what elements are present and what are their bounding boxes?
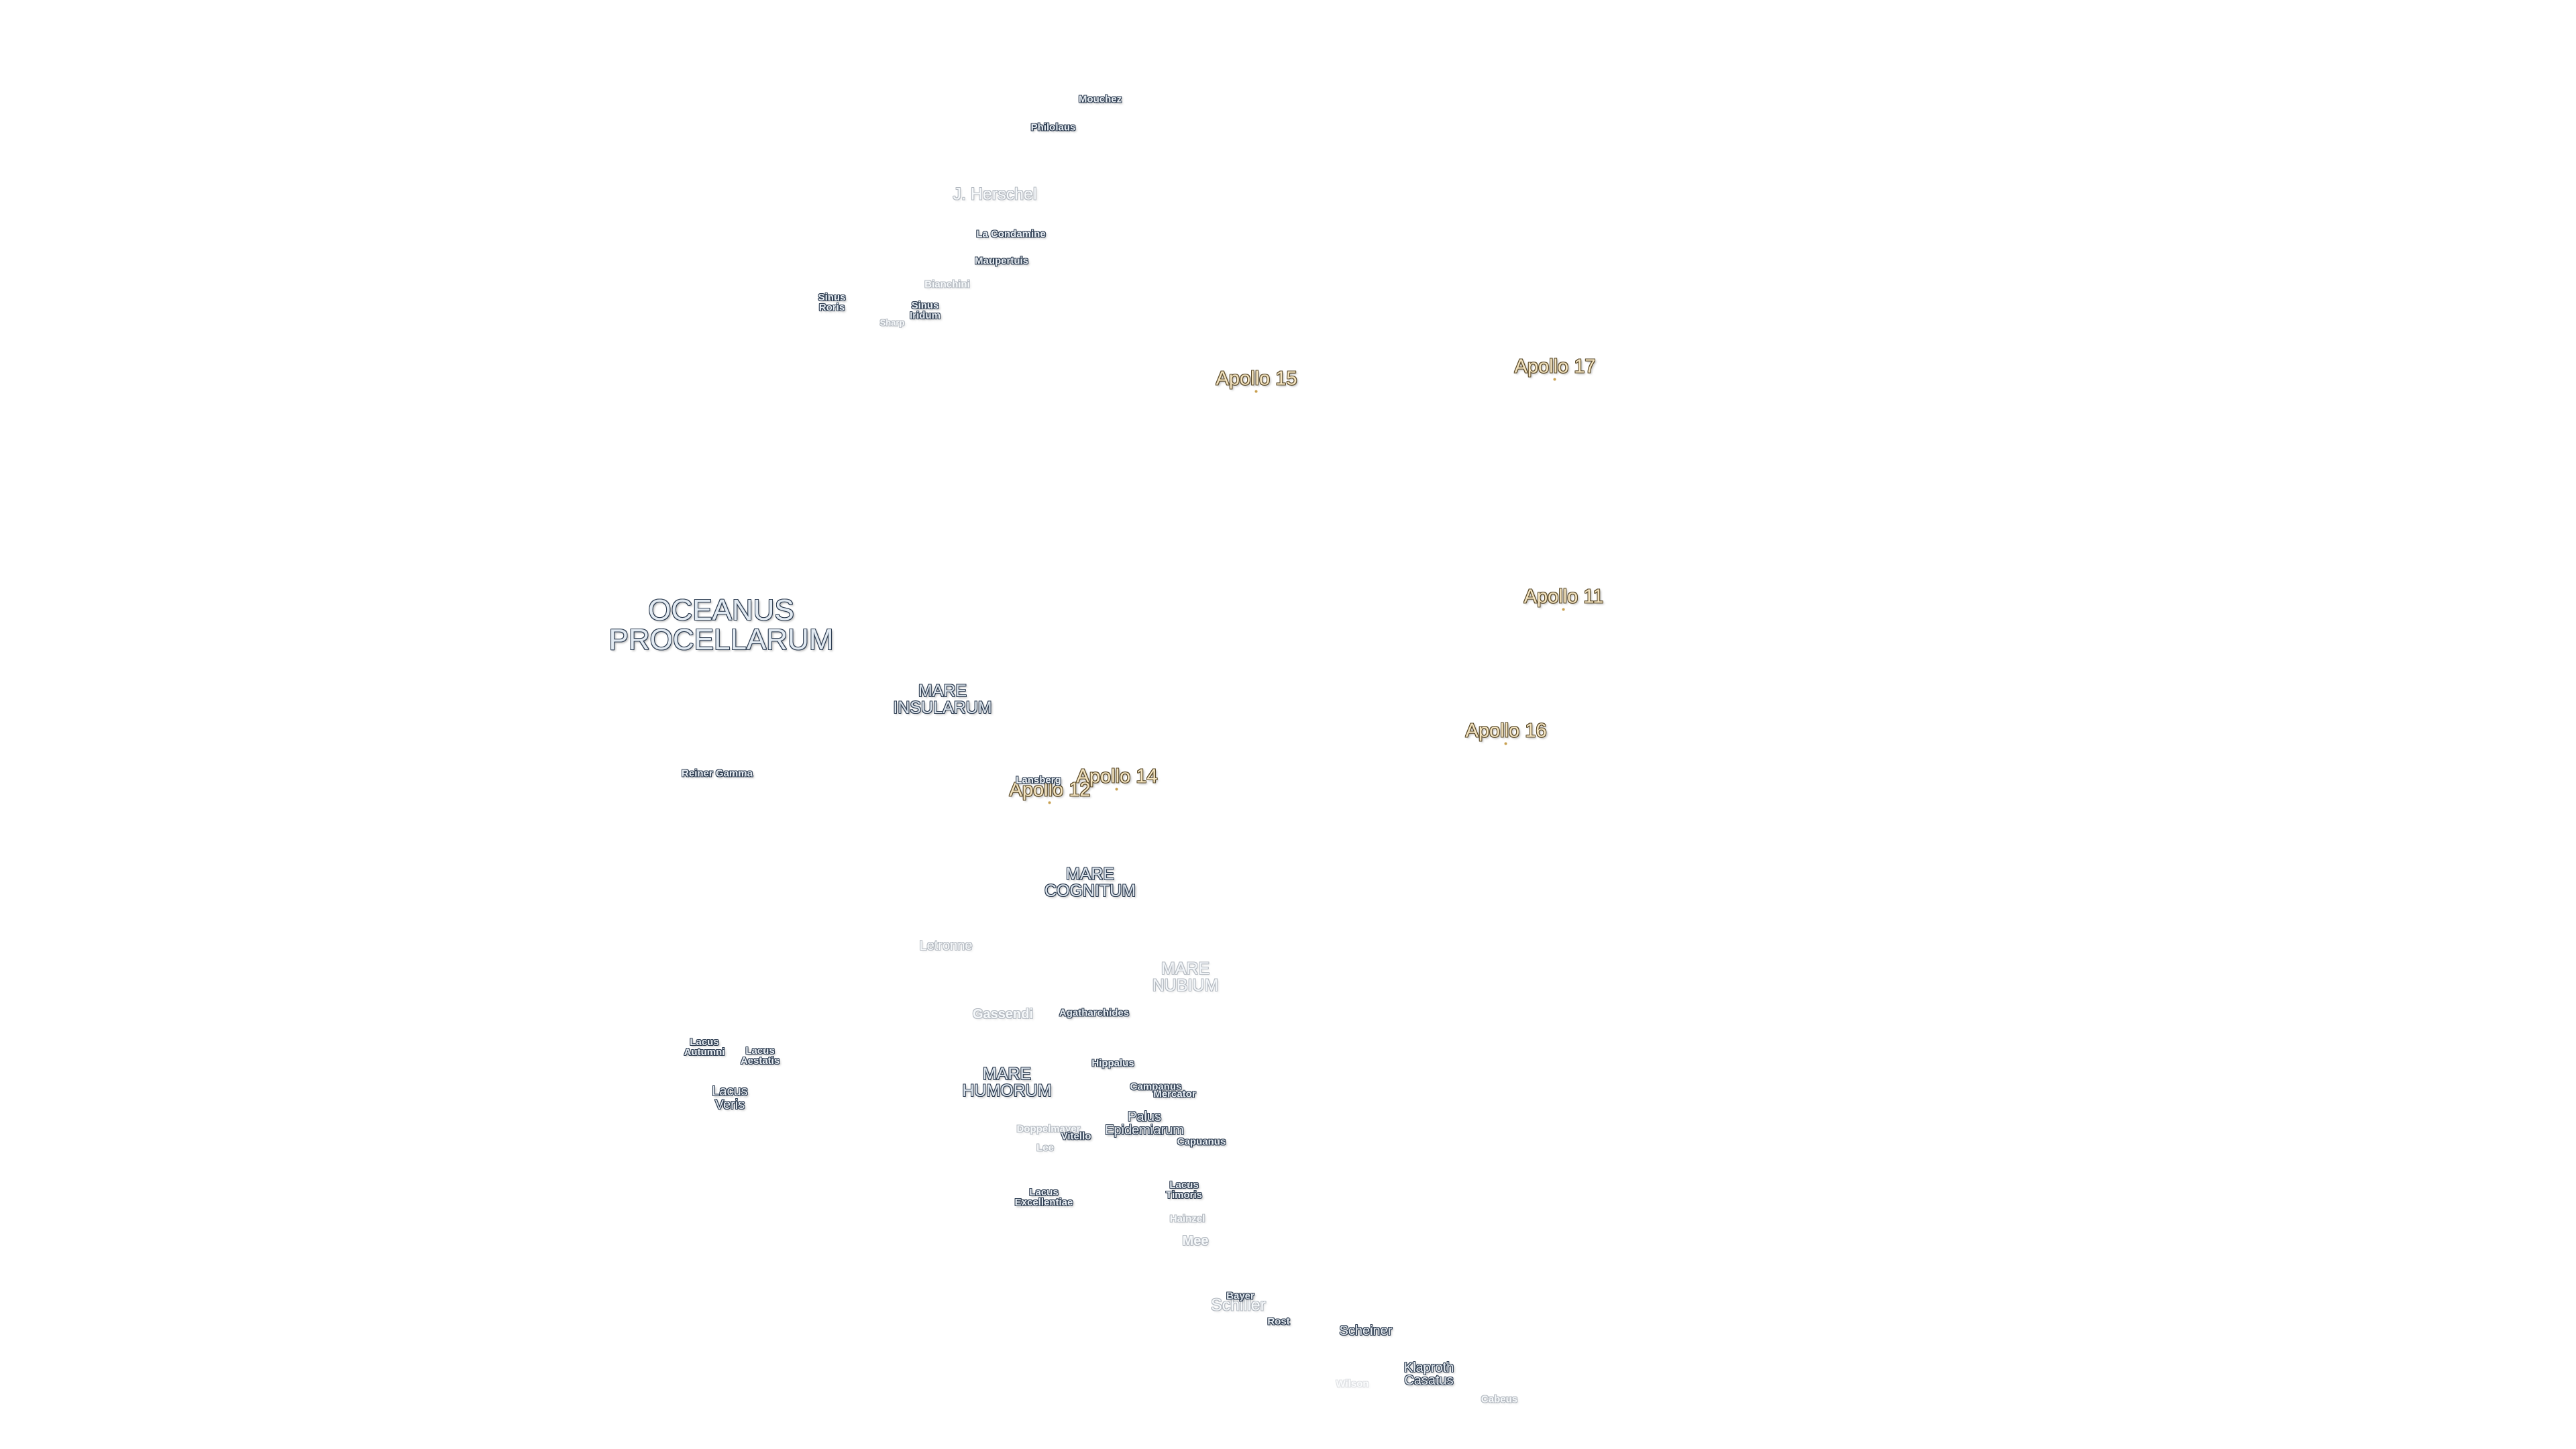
label-philolaus: Philolaus xyxy=(1030,121,1076,133)
apollo-15-label: Apollo 15 xyxy=(1216,368,1297,390)
apollo-16-label: Apollo 16 xyxy=(1465,720,1547,742)
label-hippalus: Hippalus xyxy=(1091,1057,1134,1069)
label-schiller: Schiller xyxy=(1211,1295,1266,1315)
apollo-15-marker xyxy=(1255,390,1258,393)
label-gassendi: Gassendi xyxy=(972,1007,1034,1022)
label-lacus-excellentiae: Lacus Excellentiae xyxy=(1014,1187,1073,1208)
apollo-16-marker xyxy=(1505,742,1507,745)
label-sinus-roris: Sinus Roris xyxy=(818,292,846,313)
label-agatharchides: Agatharchides xyxy=(1059,1007,1130,1019)
label-sharp: Sharp xyxy=(879,317,905,328)
label-sinus-iridum: Sinus Iridum xyxy=(910,300,941,321)
label-mare-nubium: MARE NUBIUM xyxy=(1152,959,1219,995)
label-lacus-timoris: Lacus Timoris xyxy=(1166,1179,1202,1201)
apollo-16-site[interactable]: Apollo 16 xyxy=(1465,720,1547,745)
apollo-17-label: Apollo 17 xyxy=(1514,356,1596,378)
label-lacus-autumni: Lacus Autumni xyxy=(684,1036,725,1058)
apollo-12-site[interactable]: Apollo 12 xyxy=(1009,779,1091,804)
label-bianchini: Bianchini xyxy=(924,278,970,290)
apollo-11-label: Apollo 11 xyxy=(1523,586,1604,608)
label-j-herschel: J. Herschel xyxy=(953,184,1037,204)
apollo-14-marker xyxy=(1116,788,1118,791)
label-casatus: Casatus xyxy=(1404,1373,1454,1388)
label-capuanus: Capuanus xyxy=(1177,1136,1226,1148)
label-hainzel: Hainzel xyxy=(1169,1213,1205,1225)
apollo-14-site[interactable]: Apollo 14 xyxy=(1076,765,1158,791)
label-lee: Lee xyxy=(1036,1142,1054,1154)
label-oceanus-procellarum: OCEANUS PROCELLARUM xyxy=(608,594,834,656)
label-mouchez: Mouchez xyxy=(1078,93,1122,105)
apollo-17-marker xyxy=(1554,378,1556,381)
apollo-11-marker xyxy=(1562,608,1565,611)
label-scheiner: Scheiner xyxy=(1339,1324,1393,1338)
label-mare-humorum: MARE HUMORUM xyxy=(962,1065,1052,1100)
apollo-12-label: Apollo 12 xyxy=(1009,779,1091,801)
label-reiner-gamma: Reiner Gamma xyxy=(682,767,753,780)
label-rost: Rost xyxy=(1267,1316,1290,1328)
label-vitello: Vitello xyxy=(1061,1130,1091,1142)
apollo-12-marker xyxy=(1049,801,1051,804)
label-klaproth: Klaproth xyxy=(1403,1360,1454,1375)
label-lacus-aestatis: Lacus Aestatis xyxy=(740,1045,780,1067)
label-lansberg: Lansberg xyxy=(1016,774,1061,786)
apollo-15-site[interactable]: Apollo 15 xyxy=(1216,368,1297,393)
label-mercator: Mercator xyxy=(1153,1088,1196,1100)
label-mee: Mee xyxy=(1182,1234,1209,1248)
label-campanus: Campanus xyxy=(1130,1081,1182,1093)
apollo-17-site[interactable]: Apollo 17 xyxy=(1514,356,1596,381)
label-la-condamine: La Condamine xyxy=(976,228,1046,240)
label-mare-cognitum: MARE COGNITUM xyxy=(1044,865,1136,900)
label-bayer: Bayer xyxy=(1226,1290,1254,1302)
apollo-14-label: Apollo 14 xyxy=(1076,765,1158,788)
label-lacus-veris: Lacus Veris xyxy=(712,1084,748,1112)
label-letronne: Letronne xyxy=(919,938,973,953)
label-cabeus: Cabeus xyxy=(1481,1393,1518,1405)
label-palus-epidemiarum: Palus Epidemiarum xyxy=(1105,1110,1184,1138)
apollo-11-site[interactable]: Apollo 11 xyxy=(1523,586,1604,611)
label-mare-insularum: MARE INSULARUM xyxy=(893,682,992,717)
label-maupertuis: Maupertuis xyxy=(974,255,1029,267)
label-doppelmayer: Doppelmayer xyxy=(1016,1123,1081,1135)
label-wilson: Wilson xyxy=(1336,1378,1369,1390)
